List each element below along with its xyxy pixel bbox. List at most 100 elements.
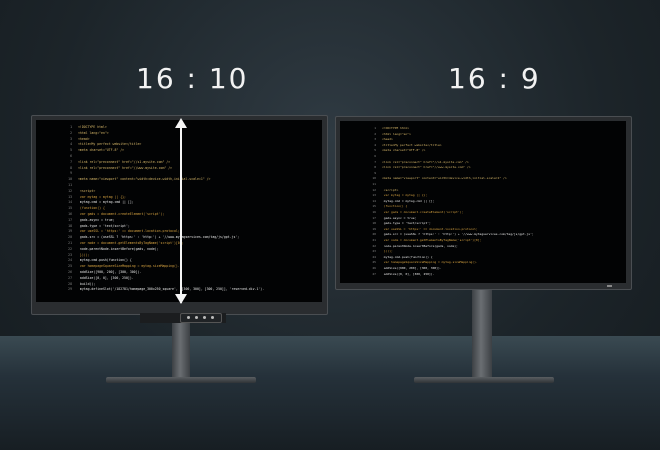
line-number: 5 [374,148,376,153]
code-text: node.parentNode.insertBefore(gads, node)… [382,243,458,248]
line-number: 5 [70,148,72,153]
line-number: 10 [372,176,376,181]
code-text: var mytag = mytag || {}; [382,193,428,198]
code-text: addSize([0, 0], [300, 250]). [78,275,134,280]
monitor-stand-base [414,377,554,383]
power-led-icon [607,285,612,287]
code-line: 26 addSize([900, 200], [300, 300]). [58,270,142,274]
line-number: 3 [374,137,376,142]
code-text: <script> [382,187,399,192]
code-line: 16 var gads = document.createElement('sc… [362,211,463,214]
code-text: <html lang="en"> [382,131,411,136]
code-text: <!DOCTYPE html> [382,126,410,130]
arrow-down-icon [175,294,187,304]
height-arrow-line [180,120,182,303]
code-line: 25 var homepageSquareSizeMapping = mytag… [58,264,180,269]
code-text: <title>My perfect website</title> [78,142,142,147]
code-line: 5 <meta charset="UTF-8" /> [362,149,425,152]
control-buttons[interactable] [180,313,222,323]
code-text: <title>My perfect website</title> [382,142,442,147]
code-line: 20 gads.src = (useSSL ? 'https:' : 'http… [362,232,533,237]
code-text: <meta name="viewport" content="width=dev… [78,177,211,182]
code-line: 14 mytag.cmd = mytag.cmd || []; [362,198,435,203]
code-text: addSize([900, 200], [300, 300]). [78,270,142,274]
line-number: 20 [372,232,376,237]
code-text: node.parentNode.insertBefore(gads, node)… [78,246,159,251]
code-line: 1<!DOCTYPE html> [58,125,107,129]
code-line: 18 gads.type = 'text/script'; [58,224,130,228]
code-line: 22 node.parentNode.insertBefore(gads, no… [58,246,159,251]
line-number: 29 [68,287,72,292]
code-line: 27 addSize([0, 0], [300, 250]). [58,275,134,280]
line-number: 17 [372,215,376,220]
button-dot[interactable] [211,316,214,319]
line-number: 24 [372,254,376,259]
code-line: 11 [58,183,78,187]
code-line: 3<head> [58,136,90,141]
line-number: 8 [374,165,376,170]
desk-surface [0,336,660,450]
code-line: 2<html lang="en"> [58,130,109,135]
button-dot[interactable] [203,316,206,319]
code-text: var mytag = mytag || {}; [78,194,126,199]
line-number: 13 [372,193,376,198]
line-number: 1 [70,125,72,129]
code-text: var homepageSquareSizeMapping = mytag.si… [78,264,180,269]
code-line: 12 <script> [58,188,95,193]
monitor-stand-base [106,377,256,383]
line-number: 7 [374,159,376,164]
code-line: 15 (function() { [362,205,407,208]
line-number: 15 [68,206,72,211]
line-number: 2 [70,130,72,135]
code-line: 19 var useSSL = 'https:' == document.loc… [58,230,180,233]
code-line: 7<link rel="preconnect" href="//s1.mysit… [58,160,170,164]
code-text: <head> [78,136,90,141]
code-text: gads.async = true; [382,215,417,220]
line-number: 10 [68,177,72,182]
code-line: 23 })(); [58,253,89,257]
code-text: var gads = document.createElement('scrip… [78,212,165,216]
code-text: gads.async = true; [78,217,115,222]
code-line: 28 build(); [58,281,96,286]
code-line: 11 [362,183,382,186]
code-text: <meta charset="UTF-8" /> [382,148,426,153]
code-text: addSize([900, 200], [300, 300]). [382,266,442,270]
code-editor: 1<!DOCTYPE html>2<html lang="en">3<head>… [340,121,626,283]
line-number: 25 [372,260,376,265]
code-line: 20 gads.src = (useSSL ? 'https:' : 'http… [58,235,239,240]
code-line: 18 gads.type = 'text/script'; [362,222,430,225]
code-text: var node = document.getElementsByTagName… [382,238,482,242]
line-number: 16 [372,210,376,214]
code-text: build(); [78,281,96,286]
code-line: 10<meta name="viewport" content="width=d… [362,176,506,181]
code-line: 6 [362,155,382,158]
button-dot[interactable] [187,316,190,319]
code-line: 26 addSize([900, 200], [300, 300]). [362,266,442,270]
line-number: 25 [68,264,72,269]
code-text: addSize([0, 0], [300, 250]). [382,271,435,276]
line-number: 27 [68,275,72,280]
code-text: <link rel="preconnect" href="//www.mysit… [78,165,173,170]
code-line: 6 [58,154,78,158]
line-number: 6 [374,154,376,158]
monitor-stand-neck [472,288,492,382]
code-line: 21 var node = document.getElementsByTagN… [362,239,481,242]
button-dot[interactable] [195,316,198,319]
line-number: 20 [68,235,72,240]
line-number: 12 [68,188,72,193]
line-number: 11 [372,182,376,186]
line-number: 24 [68,258,72,263]
code-line: 4<title>My perfect website</title> [362,142,442,147]
line-number: 12 [372,187,376,192]
line-number: 22 [372,243,376,248]
code-line: 9 [362,171,382,175]
code-line: 23 })(); [362,250,392,253]
code-line: 13 var mytag = mytag || {}; [362,194,427,197]
code-text: (function() { [382,204,408,209]
code-line: 2<html lang="en"> [362,131,411,136]
line-number: 19 [68,229,72,234]
line-number: 14 [372,198,376,203]
code-text: mytag.cmd = mytag.cmd || []; [382,198,435,203]
code-line: 3<head> [362,138,393,141]
line-number: 9 [70,171,72,176]
